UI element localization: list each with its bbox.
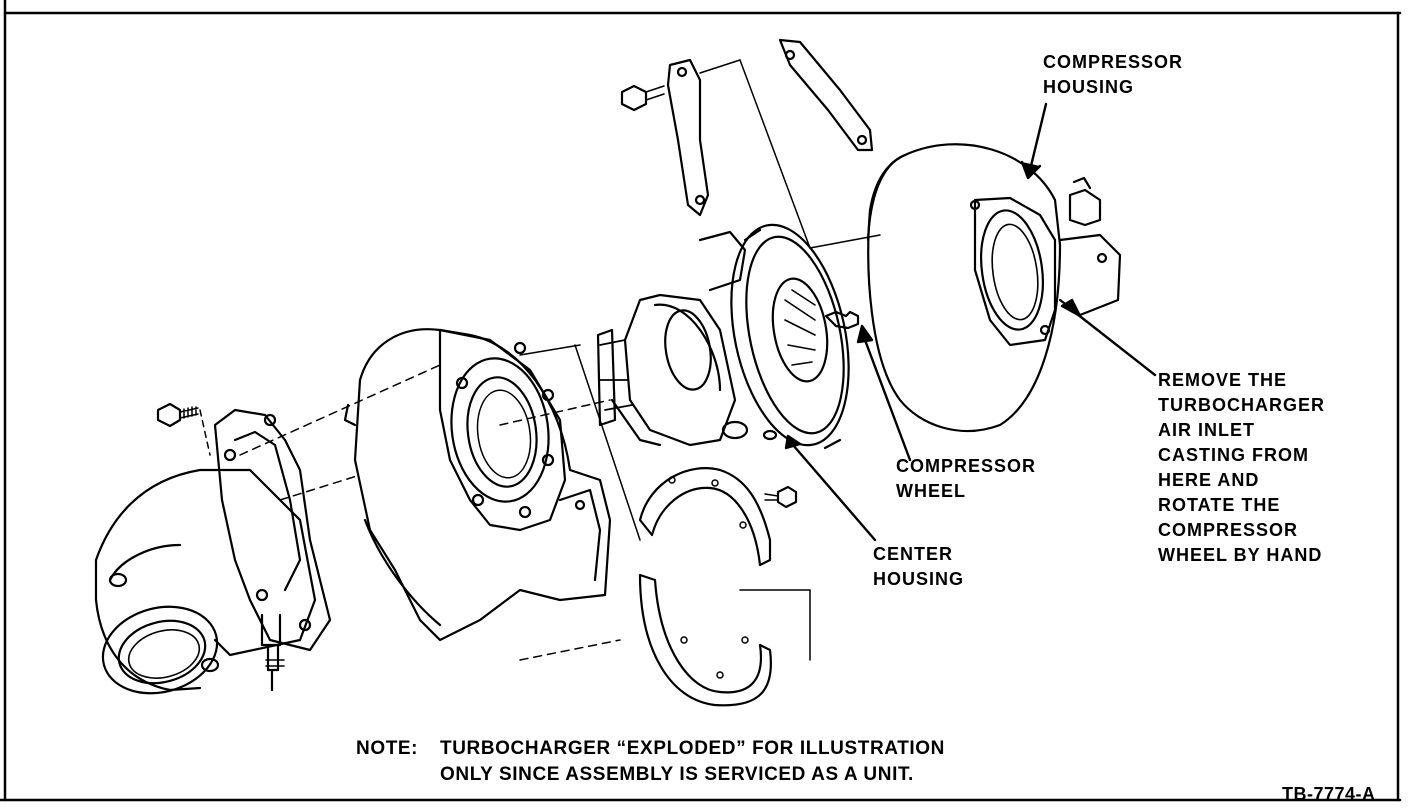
label-center-housing: CENTER HOUSING — [873, 542, 964, 592]
label-line: WHEEL — [896, 481, 966, 501]
turbine-housing — [343, 328, 612, 642]
label-compressor-housing: COMPRESSOR HOUSING — [1043, 50, 1183, 100]
note-line-1: TURBOCHARGER “EXPLODED” FOR ILLUSTRATION — [440, 738, 945, 759]
note-spacer — [356, 762, 440, 788]
label-line: WHEEL BY HAND — [1158, 545, 1323, 565]
note-line-2: ONLY SINCE ASSEMBLY IS SERVICED AS A UNI… — [440, 764, 914, 785]
label-line: TURBOCHARGER — [1158, 395, 1325, 415]
exhaust-outlet-elbow — [94, 402, 332, 695]
center-housing — [596, 223, 860, 450]
alignment-lines — [239, 59, 881, 661]
illustration-note: NOTE: TURBOCHARGER “EXPLODED” FOR ILLUST… — [356, 736, 945, 788]
label-line: COMPRESSOR — [1043, 52, 1184, 72]
label-line: CENTER — [873, 544, 954, 564]
label-line: COMPRESSOR — [1158, 520, 1299, 540]
label-remove-instruction: REMOVE THE TURBOCHARGER AIR INLET CASTIN… — [1158, 368, 1325, 568]
label-compressor-wheel: COMPRESSOR WHEEL — [896, 454, 1036, 504]
mounting-brackets — [620, 38, 874, 217]
label-line: HOUSING — [873, 569, 965, 589]
note-row-2: ONLY SINCE ASSEMBLY IS SERVICED AS A UNI… — [356, 762, 945, 788]
label-line: ROTATE THE — [1158, 495, 1281, 515]
v-band-clamp-halves — [638, 467, 798, 707]
figure-id: TB-7774-A — [1282, 784, 1376, 804]
label-line: REMOVE THE — [1158, 370, 1288, 390]
label-line: COMPRESSOR — [896, 456, 1037, 476]
leader-arrows — [784, 102, 1157, 542]
label-line: HOUSING — [1043, 77, 1135, 97]
label-line: CASTING FROM — [1158, 445, 1309, 465]
note-row-1: NOTE: TURBOCHARGER “EXPLODED” FOR ILLUST… — [356, 736, 945, 762]
note-prefix: NOTE: — [356, 738, 419, 759]
label-line: AIR INLET — [1158, 420, 1255, 440]
compressor-housing — [866, 143, 1122, 433]
label-line: HERE AND — [1158, 470, 1260, 490]
